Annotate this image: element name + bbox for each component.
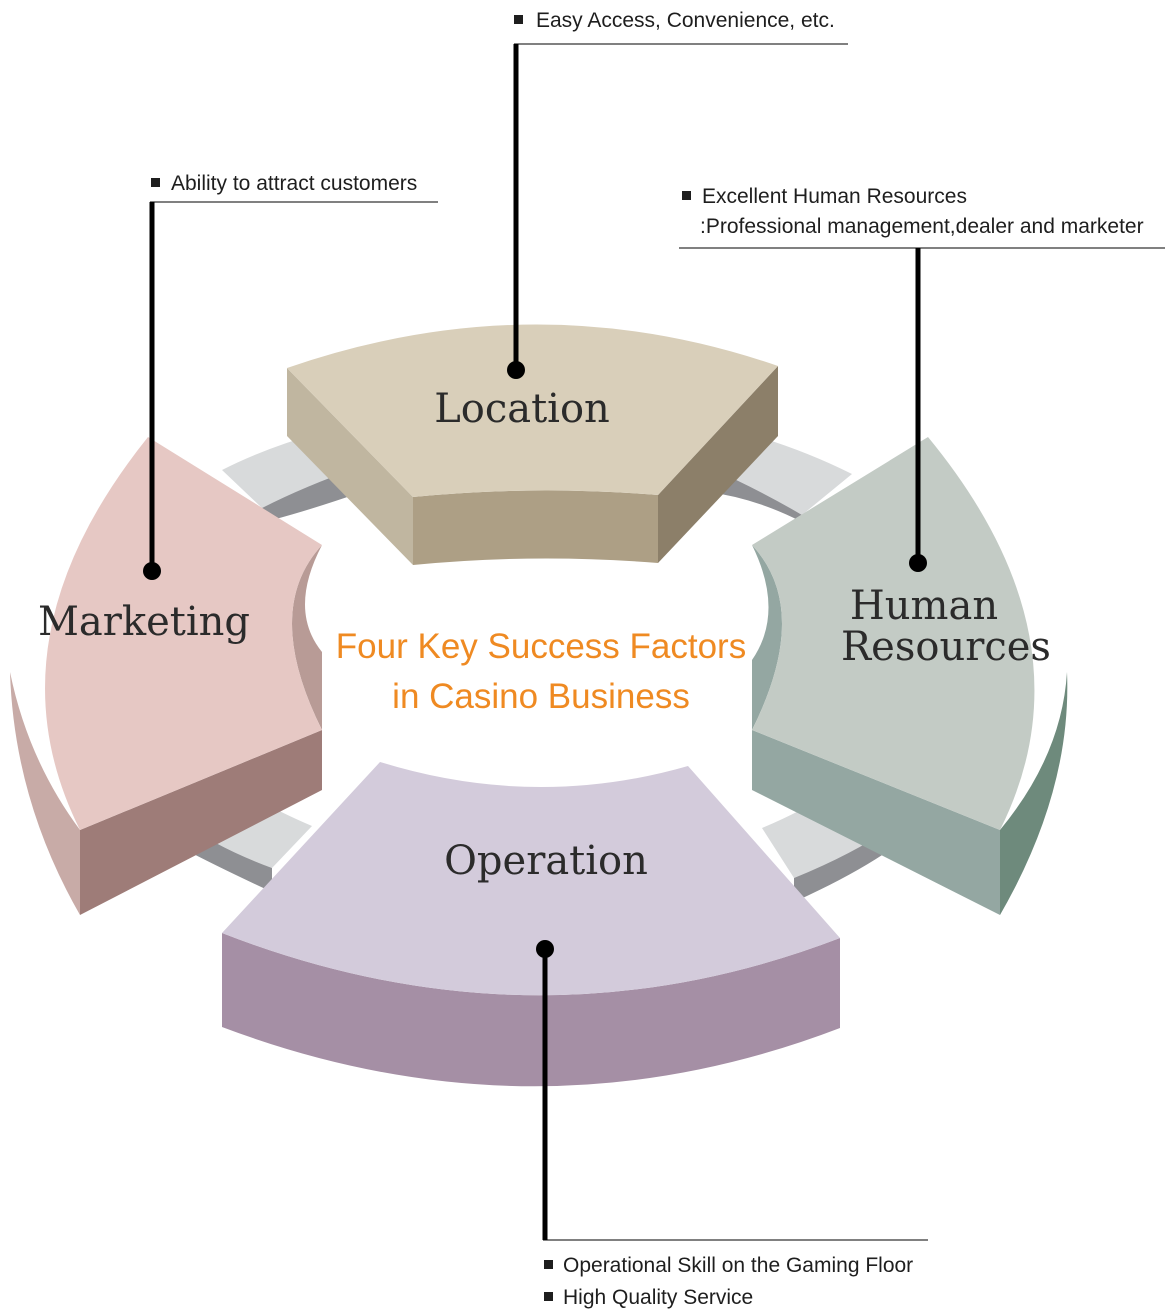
bullet-icon [151, 178, 160, 187]
segment-marketing[interactable]: Marketing [10, 437, 322, 915]
human-resources-label-line1: Human [850, 583, 998, 629]
marketing-label: Marketing [38, 599, 250, 645]
human-resources-label-line2: Resources [841, 624, 1051, 670]
note-operation: Operational Skill on the Gaming Floor Hi… [544, 1254, 913, 1309]
note-marketing: Ability to attract customers [151, 172, 417, 195]
note-human-resources: Excellent Human Resources :Professional … [682, 185, 1144, 238]
bullet-icon [514, 15, 523, 24]
note-location-item: Easy Access, Convenience, etc. [536, 9, 835, 32]
note-human-resources-line2: :Professional management,dealer and mark… [700, 215, 1144, 238]
center-title-line2: in Casino Business [392, 677, 690, 716]
operation-label: Operation [444, 838, 648, 884]
center-title-line1: Four Key Success Factors [336, 627, 746, 666]
location-label: Location [434, 386, 610, 432]
leader-marketing [143, 201, 438, 580]
segment-location[interactable]: Location [287, 324, 778, 565]
note-marketing-item: Ability to attract customers [171, 172, 417, 195]
bullet-icon [544, 1292, 553, 1301]
note-human-resources-line1: Excellent Human Resources [702, 185, 967, 208]
leader-operation [536, 940, 928, 1241]
segment-human-resources[interactable]: Human Resources [752, 437, 1068, 915]
segment-operation[interactable]: Operation [222, 762, 840, 1087]
leader-location [507, 43, 848, 379]
bullet-icon [682, 191, 691, 200]
bullet-icon [544, 1260, 553, 1269]
note-operation-item-2: High Quality Service [563, 1286, 753, 1309]
note-location: Easy Access, Convenience, etc. [514, 9, 835, 32]
note-operation-item-1: Operational Skill on the Gaming Floor [563, 1254, 913, 1277]
leader-human-resources [679, 247, 1165, 572]
